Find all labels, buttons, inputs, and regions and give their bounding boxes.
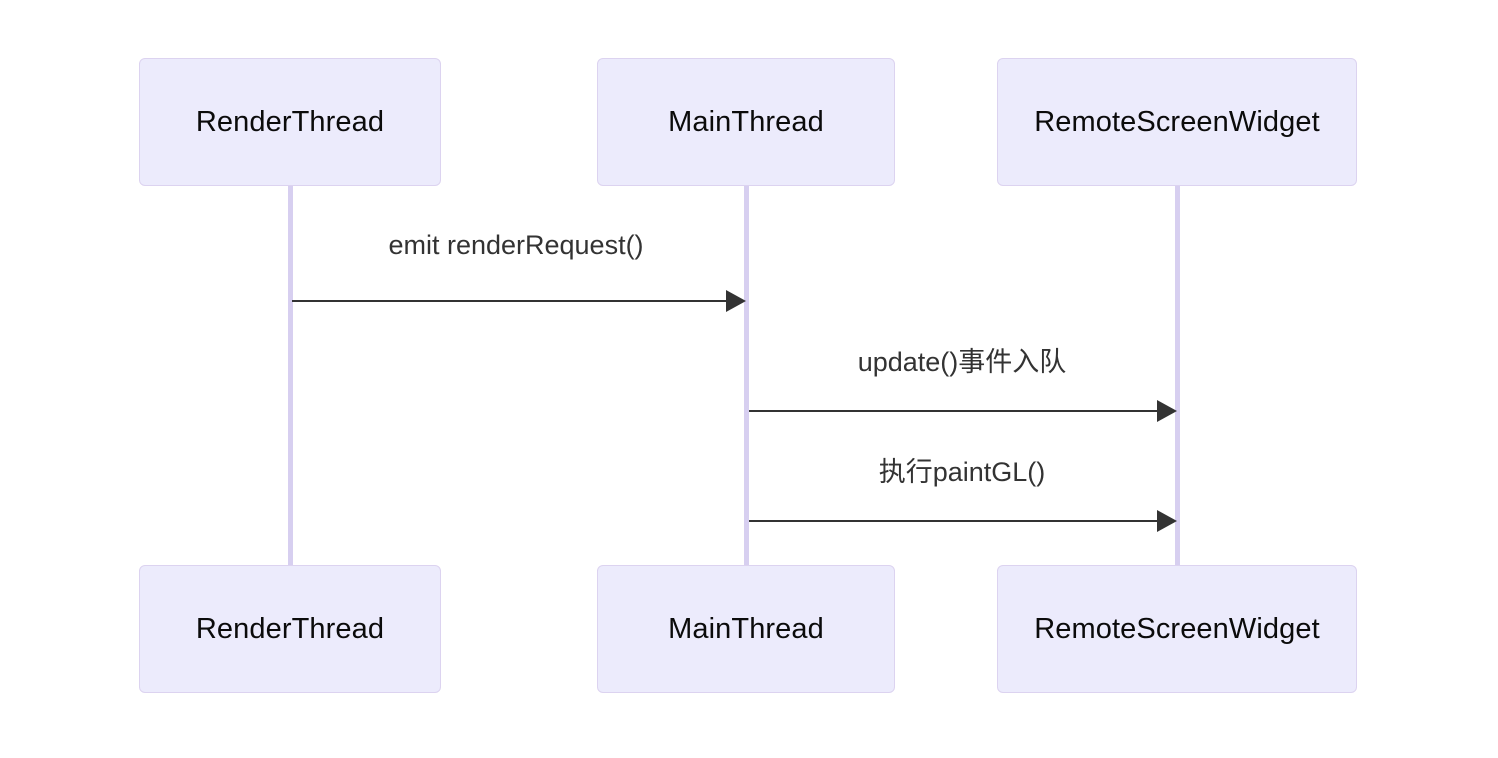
message-label-execute-paintgl: 执行paintGL() bbox=[878, 457, 1046, 487]
participant-box-render-thread-bottom[interactable]: RenderThread bbox=[139, 565, 441, 693]
participant-box-main-thread-bottom[interactable]: MainThread bbox=[597, 565, 895, 693]
message-arrowhead-update-event-enqueue bbox=[1157, 400, 1177, 422]
participant-label-remote-screen-widget-top: RemoteScreenWidget bbox=[1034, 105, 1320, 138]
message-arrowhead-execute-paintgl bbox=[1157, 510, 1177, 532]
message-label-emit-render-request: emit renderRequest() bbox=[388, 230, 644, 260]
message-arrowhead-emit-render-request bbox=[726, 290, 746, 312]
lifeline-remote-screen-widget bbox=[1175, 186, 1180, 565]
participant-box-remote-screen-widget-bottom[interactable]: RemoteScreenWidget bbox=[997, 565, 1357, 693]
lifeline-render-thread bbox=[288, 186, 293, 565]
message-label-update-event-enqueue: update()事件入队 bbox=[857, 347, 1067, 377]
lifeline-main-thread bbox=[744, 186, 749, 565]
participant-label-render-thread-bottom: RenderThread bbox=[195, 612, 385, 645]
message-line-update-event-enqueue bbox=[749, 410, 1157, 413]
participant-label-main-thread-top: MainThread bbox=[668, 105, 824, 138]
participant-box-render-thread-top[interactable]: RenderThread bbox=[139, 58, 441, 186]
participant-box-remote-screen-widget-top[interactable]: RemoteScreenWidget bbox=[997, 58, 1357, 186]
message-line-execute-paintgl bbox=[749, 520, 1157, 523]
participant-label-remote-screen-widget-bottom: RemoteScreenWidget bbox=[1034, 612, 1320, 645]
participant-label-render-thread-top: RenderThread bbox=[195, 105, 385, 138]
participant-label-main-thread-bottom: MainThread bbox=[668, 612, 824, 645]
participant-box-main-thread-top[interactable]: MainThread bbox=[597, 58, 895, 186]
message-line-emit-render-request bbox=[292, 300, 726, 303]
